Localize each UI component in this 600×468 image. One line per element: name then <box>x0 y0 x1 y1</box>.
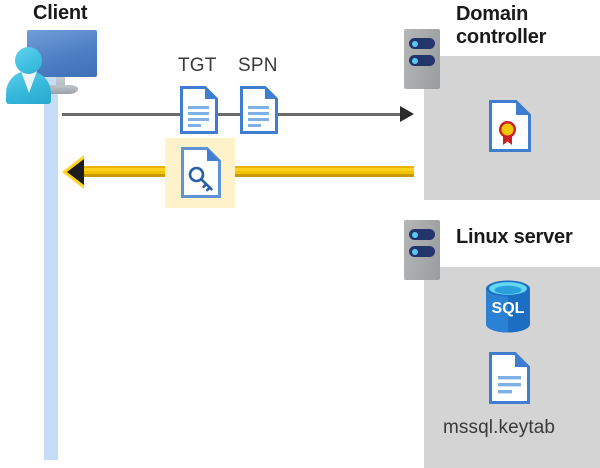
linux-server-server-rack-icon <box>404 220 440 280</box>
client-icon <box>0 0 110 110</box>
sql-database-text: SQL <box>492 300 525 317</box>
keytab-filename-label: mssql.keytab <box>443 417 556 438</box>
request-arrow-head-icon <box>400 106 414 122</box>
server-bay-icon <box>409 229 435 240</box>
keytab-document-icon <box>489 352 530 409</box>
client-label: Client <box>33 2 88 24</box>
client-lifeline <box>44 66 58 460</box>
monitor-stand-icon <box>56 77 65 89</box>
server-bay-icon <box>409 246 435 257</box>
response-arrow-line <box>72 166 414 177</box>
server-bay-icon <box>409 38 435 49</box>
certificate-document-icon <box>489 100 531 157</box>
spn-label: SPN <box>238 55 278 76</box>
server-bay-icon <box>409 55 435 66</box>
tgt-document-icon <box>180 86 218 139</box>
response-arrow-head-icon <box>67 159 84 185</box>
person-head-icon <box>15 47 42 74</box>
request-arrow-line <box>62 113 408 116</box>
tgt-label: TGT <box>178 55 217 76</box>
person-collar-icon <box>21 71 37 93</box>
domain-controller-server-rack-icon <box>404 29 440 89</box>
linux-server-label: Linux server <box>456 226 573 248</box>
monitor-base-icon <box>44 85 78 94</box>
domain-controller-label: Domain controller <box>456 3 547 48</box>
spn-document-icon <box>240 86 278 139</box>
sql-database-icon: SQL <box>483 279 533 339</box>
key-document-icon <box>181 147 221 203</box>
